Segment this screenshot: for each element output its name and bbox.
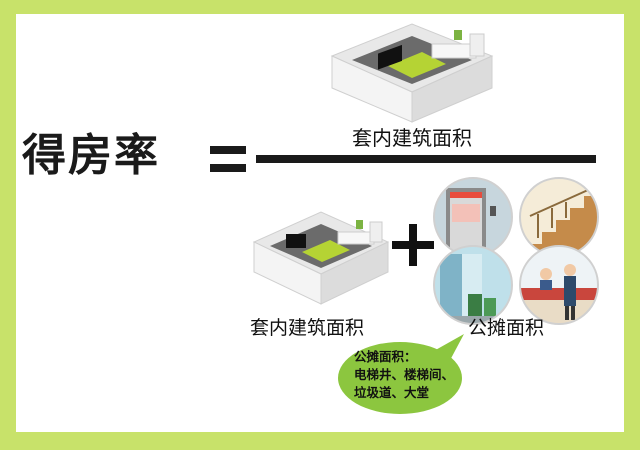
denominator-left-label: 套内建筑面积 — [250, 317, 365, 339]
callout-line-2: 垃圾道、大堂 — [354, 385, 430, 400]
numerator-label: 套内建筑面积 — [352, 126, 472, 150]
formula-title: 得房率 — [22, 130, 160, 181]
callout-line-1: 电梯井、楼梯间、 — [354, 367, 455, 382]
fraction-bar — [256, 155, 596, 163]
room-illustration-bottom — [252, 211, 390, 305]
staircase-illustration — [519, 177, 599, 257]
denominator-right-label: 公摊面积 — [468, 317, 545, 339]
lobby-illustration — [519, 245, 599, 325]
corridor-illustration — [433, 245, 513, 325]
plus-sign — [392, 224, 434, 266]
equals-sign — [210, 138, 250, 178]
elevator-illustration — [433, 177, 513, 257]
callout-bubble — [338, 334, 464, 414]
callout-text: 公摊面积： 电梯井、楼梯间、 垃圾道、大堂 — [354, 348, 474, 402]
room-illustration-top — [330, 23, 494, 123]
callout-heading: 公摊面积： — [354, 349, 417, 364]
